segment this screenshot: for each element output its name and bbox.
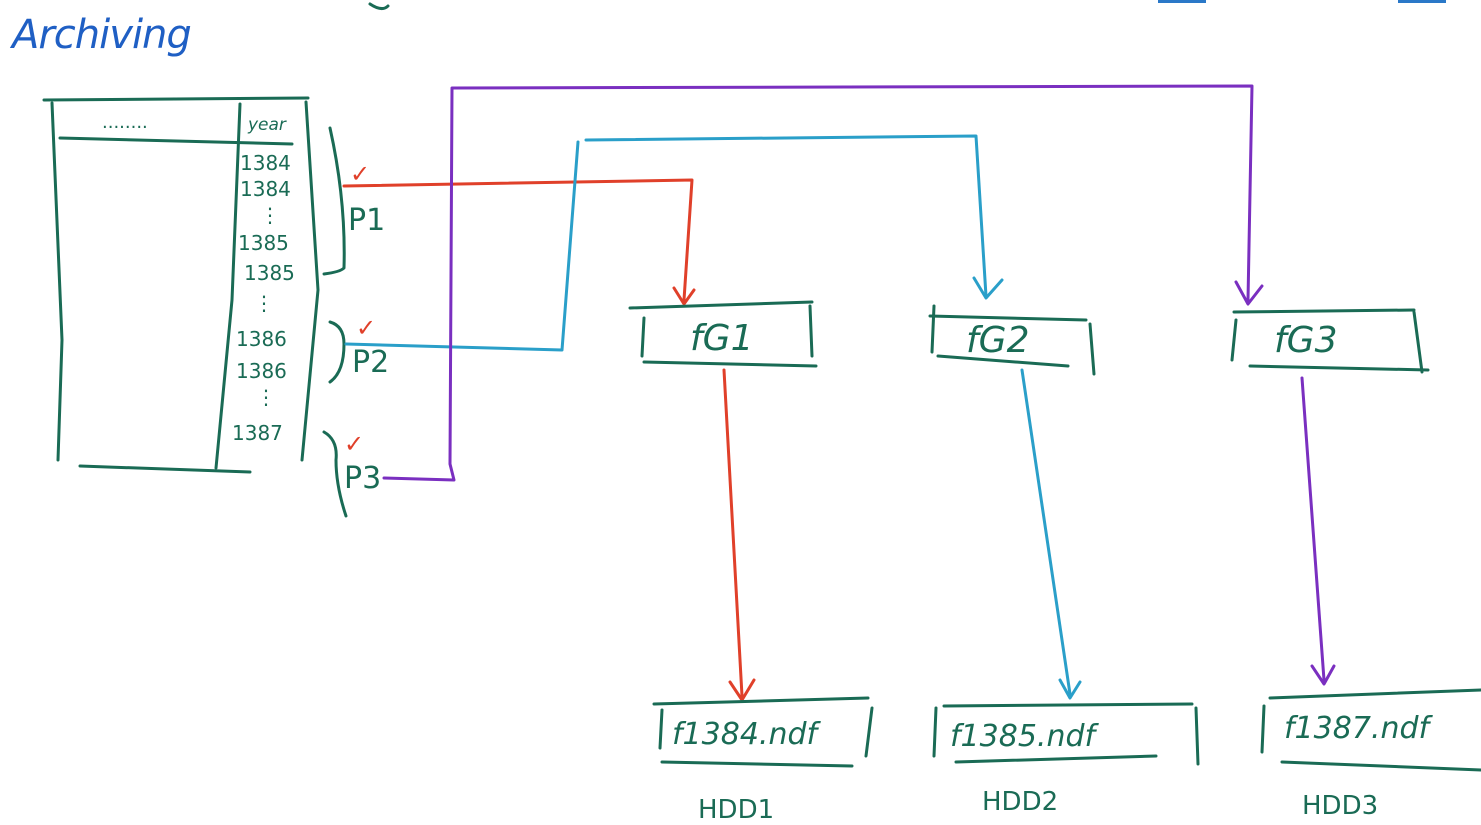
filegroup-label-fg3: fG3 [1274,320,1337,361]
disk-label-hdd1: HDD1 [698,795,774,825]
file-label-2: f1385.ndf [950,719,1100,754]
fg3-to-hdd3-line [1300,376,1326,682]
red-connector [342,178,756,702]
partition-label-p1: P1 [348,203,385,238]
year-cell: 1387 [232,421,283,445]
table [42,96,320,474]
partition-check-p2: ✓ [356,314,376,342]
blue-connector [344,134,1082,700]
disk-label-hdd2: HDD2 [982,787,1058,817]
year-cell: 1384 [240,151,291,175]
fg2-to-hdd2-arrowhead [1058,678,1082,700]
fg1-to-hdd1-line [722,368,744,698]
file-boxes [652,688,1481,772]
file-label-3: f1387.ndf [1284,711,1434,746]
p2-to-fg2-arrowhead [972,276,1004,300]
year-cell: 1385 [244,261,295,285]
filegroup-label-fg1: fG1 [690,318,753,359]
partition-braces [322,126,348,518]
file-box-2 [932,702,1200,766]
table-header-divider [58,136,294,146]
year-cell: 1386 [236,327,287,351]
year-ellipsis: ⋮ [256,385,276,409]
table-bottom-border [78,464,252,474]
partition-label-p2: P2 [352,345,389,380]
table-dots: ........ [102,112,148,133]
filegroup-box-fg1 [628,300,818,368]
purple-connector [382,84,1336,686]
p3-to-fg3-arrowhead [1234,280,1264,306]
p1-to-fg1-line [342,178,694,302]
diagram-title: Archiving [12,12,192,58]
year-ellipsis: ⋮ [254,291,274,315]
filegroup-box-fg2 [928,304,1096,376]
partition-check-p3: ✓ [344,430,364,458]
fg1-to-hdd1-arrowhead [728,678,756,702]
p2-to-fg2-line [344,140,580,352]
table-top-border [42,96,310,102]
filegroup-boxes [628,300,1430,376]
p1-to-fg1-arrowhead [672,286,696,306]
table-column-divider [214,102,242,470]
p2-to-fg2-line-top [584,134,988,298]
partition-check-p1: ✓ [350,160,370,188]
filegroup-label-fg2: fG2 [966,320,1029,361]
file-label-1: f1384.ndf [672,717,822,752]
table-left-border [50,101,64,462]
fg2-to-hdd2-line [1020,368,1072,696]
fg3-to-hdd3-arrowhead [1310,664,1336,686]
file-box-1 [652,696,874,768]
filegroup-box-fg3 [1230,308,1430,374]
year-cell: 1386 [236,359,287,383]
year-cell: 1384 [240,177,291,201]
top-edge-mark-right [1398,0,1446,3]
table-right-border [300,100,320,462]
top-edge-mark-left [1158,0,1206,3]
partition-brace-p2 [328,320,346,384]
year-ellipsis: ⋮ [260,203,280,227]
p3-to-fg3-line [382,84,1254,482]
disk-label-hdd3: HDD3 [1302,791,1378,821]
cropped-stroke-top [368,2,390,11]
partition-brace-p3 [322,430,348,518]
partition-label-p3: P3 [344,461,381,496]
year-column-header: year [247,115,287,135]
file-box-3 [1260,688,1481,772]
year-cell: 1385 [238,231,289,255]
partition-brace-p1 [322,126,346,276]
year-list: 1384 1384 ⋮ 1385 1385 ⋮ 1386 1386 ⋮ 1387 [232,151,295,445]
